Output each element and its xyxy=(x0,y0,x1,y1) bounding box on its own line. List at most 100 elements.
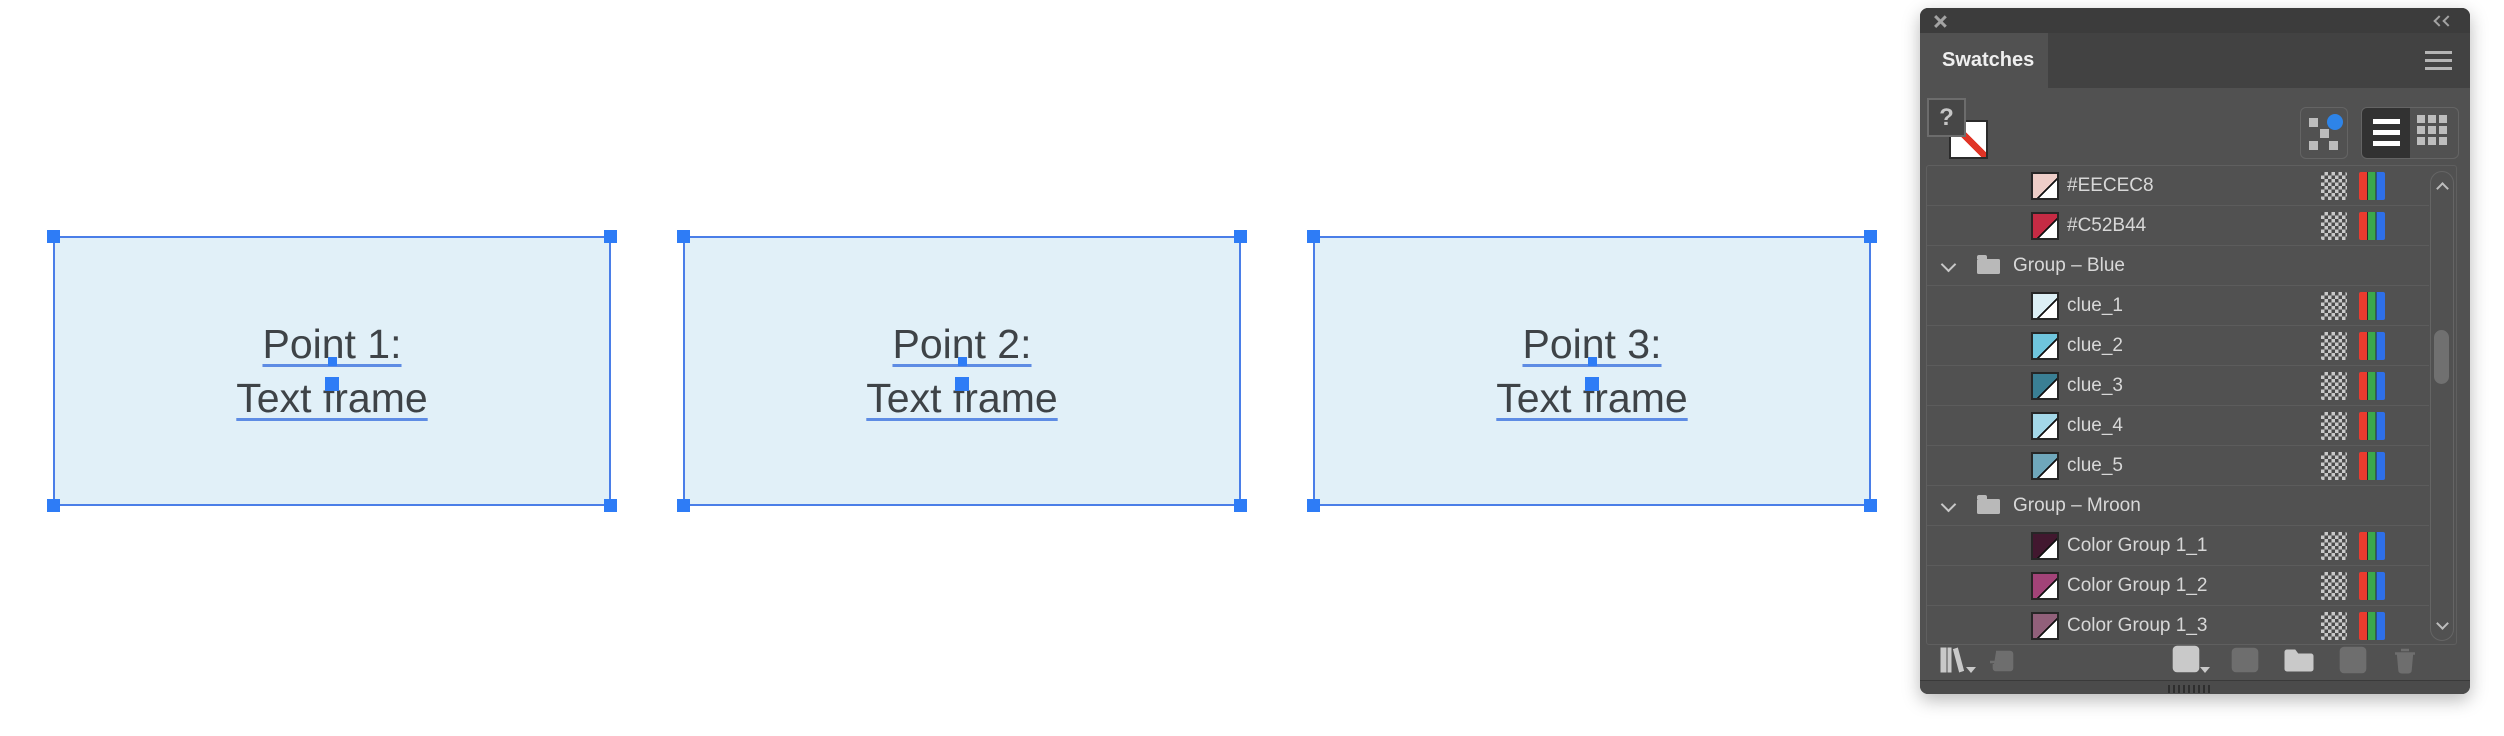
swatch-color-chip xyxy=(2031,412,2059,440)
swatch-name: #EECEC8 xyxy=(2067,175,2154,196)
none-swatch-proxy[interactable] xyxy=(1949,120,1988,159)
text-frame-content: Point 2: Text frame xyxy=(685,238,1239,504)
selection-handle-bottom-right[interactable] xyxy=(604,499,617,512)
folder-icon xyxy=(1977,255,2000,274)
swatch-name: clue_5 xyxy=(2067,455,2123,476)
swatch-row[interactable]: Color Group 1_1 xyxy=(1927,526,2429,566)
swatch-color-chip xyxy=(2031,612,2059,640)
swatch-row[interactable]: clue_5 xyxy=(1927,446,2429,486)
center-anchor-big[interactable] xyxy=(955,377,969,391)
swatch-row[interactable]: clue_3 xyxy=(1927,366,2429,406)
swatch-color-chip xyxy=(2031,292,2059,320)
swatch-row[interactable]: clue_4 xyxy=(1927,406,2429,446)
pattern-checker-icon xyxy=(2321,412,2347,440)
pattern-checker-icon xyxy=(2321,292,2347,320)
swatch-color-chip xyxy=(2031,372,2059,400)
rows-container: #EECEC8 #C52B44 Group – Blue xyxy=(1927,166,2456,646)
pattern-checker-icon xyxy=(2321,572,2347,600)
rgb-color-mode-icon xyxy=(2359,332,2385,360)
new-swatch-button[interactable] xyxy=(2338,645,2368,680)
text-frame[interactable]: Point 1: Text frame xyxy=(47,230,617,512)
scrollbar-thumb[interactable] xyxy=(2434,330,2449,384)
panel-toolbar xyxy=(1920,645,2470,680)
scroll-up-icon[interactable] xyxy=(2436,182,2449,195)
scroll-down-icon[interactable] xyxy=(2436,617,2449,630)
pattern-checker-icon xyxy=(2321,452,2347,480)
selection-handle-bottom-left[interactable] xyxy=(47,499,60,512)
text-frame[interactable]: Point 2: Text frame xyxy=(677,230,1247,512)
panel-tabbar: Swatches xyxy=(1920,33,2470,88)
swatch-row[interactable]: clue_1 xyxy=(1927,286,2429,326)
text-frame[interactable]: Point 3: Text frame xyxy=(1307,230,1877,512)
swatch-color-chip xyxy=(2031,532,2059,560)
rgb-color-mode-icon xyxy=(2359,172,2385,200)
swatch-name: Color Group 1_3 xyxy=(2067,615,2208,636)
swatch-row[interactable]: #EECEC8 xyxy=(1927,166,2429,206)
delete-swatch-button[interactable] xyxy=(2390,645,2420,680)
selection-handle-top-right[interactable] xyxy=(1864,230,1877,243)
swatch-options-button[interactable] xyxy=(2230,645,2260,680)
pattern-checker-icon xyxy=(2321,372,2347,400)
center-anchor-small[interactable] xyxy=(957,357,967,366)
selection-handle-bottom-left[interactable] xyxy=(1307,499,1320,512)
swatch-name: clue_3 xyxy=(2067,375,2123,396)
swatch-name: clue_1 xyxy=(2067,295,2123,316)
scrollbar[interactable] xyxy=(2430,171,2454,641)
grid-view-button[interactable] xyxy=(2410,108,2458,158)
swatch-name: Color Group 1_1 xyxy=(2067,535,2208,556)
thumbnail-view-button[interactable] xyxy=(2300,107,2348,159)
selection-handle-top-left[interactable] xyxy=(1307,230,1320,243)
selection-handle-top-left[interactable] xyxy=(677,230,690,243)
center-anchor-big[interactable] xyxy=(1585,377,1599,391)
swatch-color-chip xyxy=(2031,332,2059,360)
list-view-button[interactable] xyxy=(2362,108,2410,158)
swatch-group-row[interactable]: Group – Blue xyxy=(1927,246,2429,286)
add-to-library-button[interactable] xyxy=(1986,645,2018,680)
chevron-down-icon[interactable] xyxy=(1940,256,1957,273)
rgb-color-mode-icon xyxy=(2359,532,2385,560)
rgb-color-mode-icon xyxy=(2359,452,2385,480)
swatch-libraries-menu-button[interactable] xyxy=(1938,645,1976,680)
hamburger-menu-icon[interactable] xyxy=(2425,51,2452,70)
center-anchor-small[interactable] xyxy=(327,357,337,366)
dropdown-arrow-icon xyxy=(2200,667,2210,673)
close-icon[interactable] xyxy=(1932,14,1947,29)
collapse-panel-icon[interactable] xyxy=(2433,15,2456,27)
swatch-color-chip xyxy=(2031,572,2059,600)
swatch-row[interactable]: Color Group 1_2 xyxy=(1927,566,2429,606)
swatch-color-chip xyxy=(2031,452,2059,480)
center-anchor-small[interactable] xyxy=(1587,357,1597,366)
folder-icon xyxy=(1977,495,2000,514)
pattern-checker-icon xyxy=(2321,332,2347,360)
selection-handle-bottom-right[interactable] xyxy=(1864,499,1877,512)
pattern-checker-icon xyxy=(2321,212,2347,240)
group-name: Group – Mroon xyxy=(2013,495,2141,516)
rgb-color-mode-icon xyxy=(2359,412,2385,440)
group-name: Group – Blue xyxy=(2013,255,2125,276)
swatch-name: Color Group 1_2 xyxy=(2067,575,2208,596)
selected-fill-proxy[interactable]: ? xyxy=(1927,98,1966,137)
selection-handle-bottom-right[interactable] xyxy=(1234,499,1247,512)
text-frame-content: Point 1: Text frame xyxy=(55,238,609,504)
pattern-checker-icon xyxy=(2321,172,2347,200)
selection-handle-bottom-left[interactable] xyxy=(677,499,690,512)
swatch-row[interactable]: Color Group 1_3 xyxy=(1927,606,2429,646)
panel-titlebar xyxy=(1920,8,2470,33)
swatch-group-row[interactable]: Group – Mroon xyxy=(1927,486,2429,526)
new-color-group-button[interactable] xyxy=(2282,645,2316,680)
swatches-panel: Swatches ? #EECEC8 #C52B44 xyxy=(1920,8,2470,694)
center-anchor-big[interactable] xyxy=(325,377,339,391)
selection-handle-top-right[interactable] xyxy=(1234,230,1247,243)
chevron-down-icon[interactable] xyxy=(1940,496,1957,513)
resize-handle[interactable] xyxy=(2168,685,2212,693)
show-swatch-kinds-button[interactable] xyxy=(2172,645,2210,680)
swatch-row[interactable]: clue_2 xyxy=(1927,326,2429,366)
tab-swatches[interactable]: Swatches xyxy=(1920,33,2048,88)
swatch-row[interactable]: #C52B44 xyxy=(1927,206,2429,246)
rgb-color-mode-icon xyxy=(2359,212,2385,240)
selection-handle-top-right[interactable] xyxy=(604,230,617,243)
swatch-color-chip xyxy=(2031,212,2059,240)
swatch-name: clue_2 xyxy=(2067,335,2123,356)
selection-handle-top-left[interactable] xyxy=(47,230,60,243)
